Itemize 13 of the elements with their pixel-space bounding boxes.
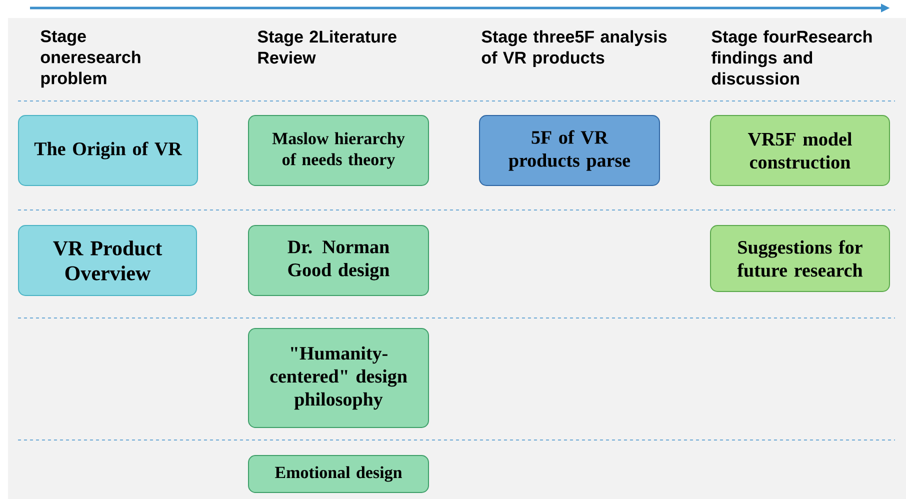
process-box: Maslow hierarchy of needs theory [248, 115, 429, 186]
process-box: VR Product Overview [18, 225, 197, 296]
process-box: VR5F model construction [710, 115, 890, 186]
stage-heading: Stage oneresearch problem [40, 30, 140, 88]
process-box: Emotional design [248, 455, 429, 493]
stage-heading: Stage fourResearch findings and discussion [712, 30, 872, 85]
process-box: "Humanity-centered" design philosophy [248, 328, 429, 428]
process-box: 5F of VR products parse [479, 115, 660, 186]
stage-heading: Stage 2Literature Review [258, 30, 396, 64]
process-box: Dr. Norman Good design [248, 225, 429, 296]
process-box: The Origin of VR [18, 115, 198, 186]
stage-heading: Stage three5F analysis of VR products [482, 30, 667, 68]
process-box: Suggestions for future research [710, 225, 890, 292]
